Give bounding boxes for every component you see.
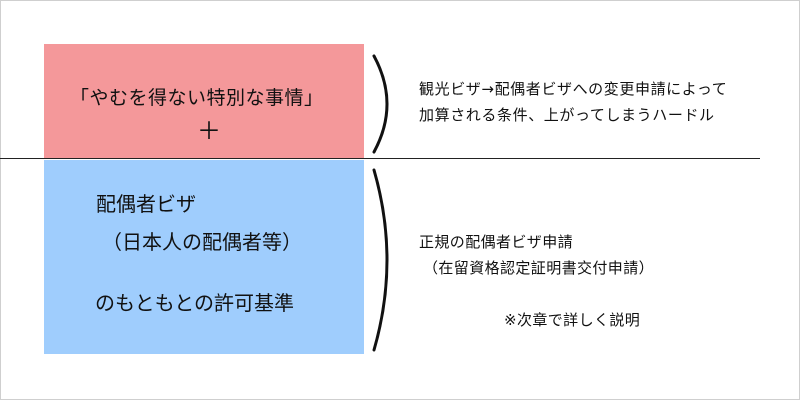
bottom-note-line2: （在留資格認定証明書交付申請） — [423, 259, 655, 277]
base-criteria-box — [44, 160, 364, 354]
plus-sign: ＋ — [197, 117, 221, 145]
spouse-visa-label: 配偶者ビザ — [96, 192, 196, 216]
top-note-line1: 観光ビザ→配偶者ビザへの変更申請によって — [419, 80, 728, 98]
bottom-note-line3: ※次章で詳しく説明 — [504, 311, 641, 329]
special-circumstances-label: 「やむを得ない特別な事情」 — [70, 87, 324, 109]
additional-conditions-box — [44, 44, 364, 158]
divider-line — [0, 158, 760, 159]
base-criteria-label: のもともとの許可基準 — [95, 291, 294, 315]
bottom-note-line1: 正規の配偶者ビザ申請 — [419, 233, 574, 251]
spouse-visa-subtitle: （日本人の配偶者等） — [102, 230, 302, 254]
top-note-line2: 加算される条件、上がってしまうハードル — [419, 106, 715, 124]
